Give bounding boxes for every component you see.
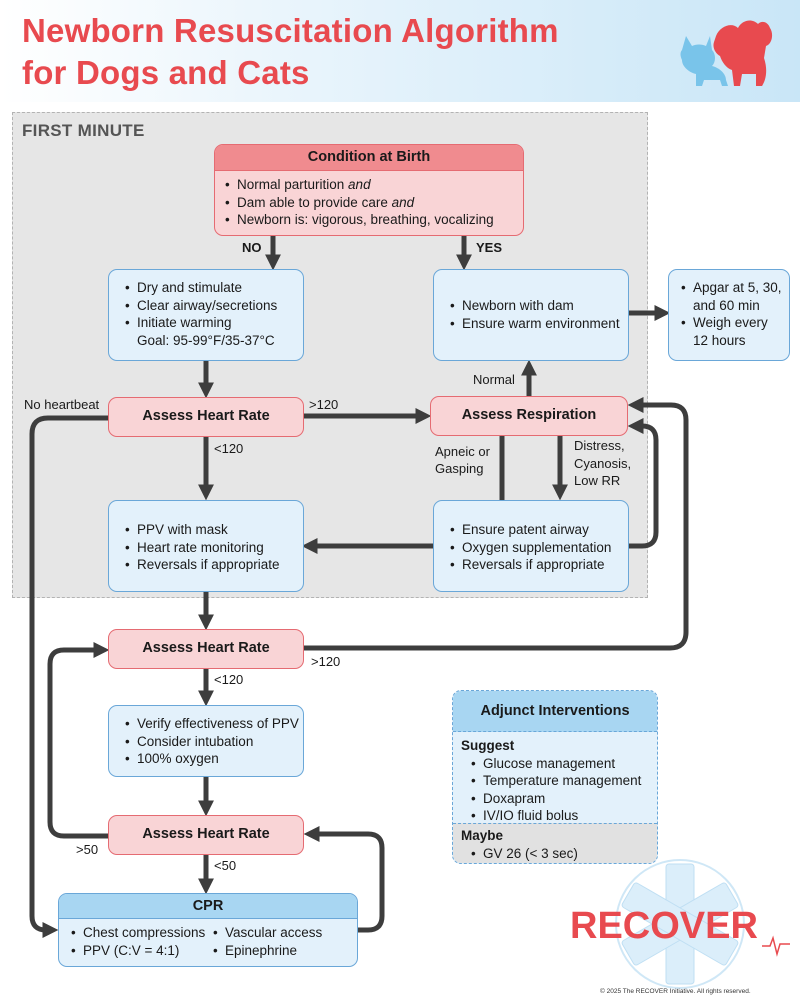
arrow-hr3-gt50	[47, 641, 110, 839]
adjunct-suggest-label: Suggest	[461, 738, 515, 753]
airway-item: Oxygen supplementation	[450, 539, 628, 557]
dry-item: Dry and stimulate	[125, 279, 303, 297]
page-title-line-1: Newborn Resuscitation Algorithm	[22, 12, 559, 49]
warming-goal: Goal: 95-99°F/35-37°C	[137, 332, 275, 348]
dam-item: Ensure warm environment	[450, 315, 628, 333]
adjunct-suggest-item: Doxapram	[471, 790, 657, 808]
heartbeat-line-icon	[762, 935, 790, 957]
cpr-item: Chest compressions	[71, 924, 213, 942]
first-minute-label: FIRST MINUTE	[22, 121, 145, 140]
arrow-hr2-gt120	[302, 396, 689, 651]
page-title-line-2: for Dogs and Cats	[22, 54, 310, 91]
dam-item: Newborn with dam	[450, 297, 628, 315]
adjunct-header: Adjunct Interventions	[453, 691, 657, 732]
adjunct-suggest-item: IV/IO fluid bolus	[471, 807, 657, 825]
label-distress: Distress,	[574, 438, 625, 453]
cpr-item: Epinephrine	[213, 942, 322, 960]
ppv-mask-box: PPV with mask Heart rate monitoring Reve…	[108, 500, 304, 592]
condition-item: Normal parturition and	[225, 176, 523, 194]
ppv-item: Heart rate monitoring	[125, 539, 303, 557]
ppv-item: PPV with mask	[125, 521, 303, 539]
cpr-box: CPR Chest compressions PPV (C:V = 4:1) V…	[58, 893, 358, 967]
star-of-life-caduceus-icon	[615, 859, 745, 989]
recover-wordmark: RECOVER	[570, 905, 758, 947]
cpr-item: PPV (C:V = 4:1)	[71, 942, 213, 960]
condition-list: Normal parturition and Dam able to provi…	[215, 171, 523, 229]
verify-item: 100% oxygen	[125, 750, 303, 768]
label-yes: YES	[476, 240, 503, 255]
airway-item: Ensure patent airway	[450, 521, 628, 539]
assess-respiration: Assess Respiration	[430, 396, 628, 436]
assess-heart-rate-2: Assess Heart Rate	[108, 629, 304, 669]
header-band	[0, 0, 800, 102]
airway-oxygen-box: Ensure patent airway Oxygen supplementat…	[433, 500, 629, 592]
apgar-item-cont: 12 hours	[693, 332, 746, 348]
newborn-with-dam-box: Newborn with dam Ensure warm environment	[433, 269, 629, 361]
condition-item: Dam able to provide care and	[225, 194, 523, 212]
dry-item: Clear airway/secretions	[125, 297, 303, 315]
label-normal: Normal	[473, 372, 515, 387]
airway-item: Reversals if appropriate	[450, 556, 628, 574]
label-hr1-lt120: <120	[214, 441, 244, 456]
apgar-item: Apgar at 5, 30,	[681, 279, 789, 297]
arrow-airway-loop	[627, 417, 659, 549]
label-hr3-gt50: >50	[76, 842, 99, 857]
copyright: © 2025 The RECOVER Initiative. All right…	[600, 988, 751, 995]
ppv-item: Reversals if appropriate	[125, 556, 303, 574]
adjunct-suggest-item: Temperature management	[471, 772, 657, 790]
label-hr2-gt120: >120	[311, 654, 341, 669]
condition-at-birth-box: Condition at Birth Normal parturition an…	[214, 144, 524, 236]
verify-ppv-box: Verify effectiveness of PPV Consider int…	[108, 705, 304, 777]
verify-item: Verify effectiveness of PPV	[125, 715, 303, 733]
adjunct-maybe-item: GV 26 (< 3 sec)	[471, 845, 657, 863]
adjunct-maybe-label: Maybe	[461, 828, 504, 843]
label-hr2-lt120: <120	[214, 672, 244, 687]
assess-heart-rate-1: Assess Heart Rate	[108, 397, 304, 437]
label-low-rr: Low RR	[574, 473, 621, 488]
adjunct-suggest-item: Glucose management	[471, 755, 657, 773]
recover-logo: RECOVER	[570, 859, 790, 989]
apgar-box: Apgar at 5, 30, and 60 min Weigh every 1…	[668, 269, 790, 361]
label-apneic: Apneic or	[435, 444, 490, 459]
condition-header: Condition at Birth	[215, 145, 523, 171]
adjunct-interventions-box: Adjunct Interventions Suggest Glucose ma…	[452, 690, 658, 864]
assess-heart-rate-3: Assess Heart Rate	[108, 815, 304, 855]
label-hr3-lt50: <50	[214, 858, 237, 873]
label-hr1-gt120: >120	[309, 397, 339, 412]
label-no: NO	[242, 240, 262, 255]
adjunct-maybe-section: Maybe GV 26 (< 3 sec)	[453, 823, 657, 863]
arrow-cpr-loop	[303, 825, 385, 933]
cpr-header: CPR	[59, 894, 357, 919]
apgar-item: Weigh every	[681, 314, 789, 332]
apgar-item-cont: and 60 min	[693, 297, 760, 313]
dry-item: Initiate warming	[125, 314, 303, 332]
condition-item: Newborn is: vigorous, breathing, vocaliz…	[225, 211, 523, 229]
verify-item: Consider intubation	[125, 733, 303, 751]
dog-and-cat-logo-icon	[680, 20, 773, 86]
arrow-no-heartbeat	[29, 415, 108, 939]
dry-stimulate-box: Dry and stimulate Clear airway/secretion…	[108, 269, 304, 361]
label-no-heartbeat: No heartbeat	[24, 397, 100, 412]
label-cyanosis: Cyanosis,	[574, 456, 632, 471]
cpr-item: Vascular access	[213, 924, 322, 942]
label-gasping: Gasping	[435, 461, 484, 476]
